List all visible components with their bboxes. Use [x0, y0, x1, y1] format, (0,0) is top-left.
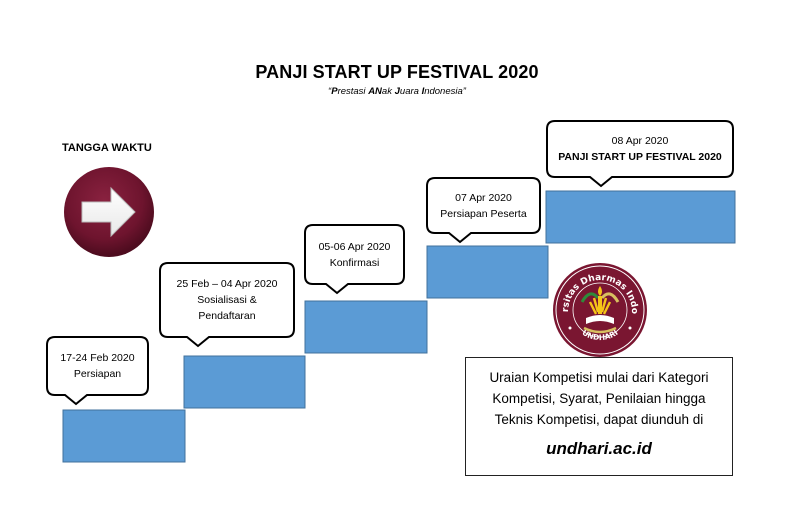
subtitle-part: J: [394, 86, 400, 97]
subtitle-part: AN: [368, 86, 382, 97]
step-label: PANJI START UP FESTIVAL 2020: [558, 151, 722, 163]
step-label: Persiapan Peserta: [440, 207, 527, 220]
subtitle-part: restasi: [337, 86, 369, 97]
subtitle-part: uara: [399, 86, 422, 97]
subtitle-part: “: [328, 86, 332, 97]
university-logo: Universitas Dharmas Indonesia UNDHARI: [552, 262, 647, 357]
step-block-4: [426, 245, 549, 299]
info-box: Uraian Kompetisi mulai dari Kategori Kom…: [465, 357, 733, 476]
step-label: Sosialisasi &: [197, 294, 257, 306]
info-line: Uraian Kompetisi mulai dari Kategori: [489, 370, 709, 385]
info-line: Kompetisi, Syarat, Penilaian hingga: [492, 391, 706, 406]
subtitle-part: ndonesia”: [424, 86, 466, 97]
step-block-2: [183, 355, 306, 409]
step-block-3: [304, 300, 428, 354]
step-label: Pendaftaran: [198, 310, 256, 322]
step-block-5: [545, 190, 736, 244]
step-date: 25 Feb – 04 Apr 2020: [176, 278, 278, 290]
callout-bubble-1: [46, 336, 149, 406]
subtitle-part: P: [331, 86, 338, 97]
step-label: Konfirmasi: [329, 256, 380, 269]
timeline-label: TANGGA WAKTU: [62, 142, 152, 154]
step-date: 07 Apr 2020: [455, 191, 512, 204]
callout-bubble-2: [159, 262, 295, 348]
right-arrow-icon: [64, 167, 154, 257]
page-title: PANJI START UP FESTIVAL 2020: [255, 62, 539, 82]
step-block-1: [62, 409, 186, 463]
callout-bubble-5: [546, 120, 734, 188]
subtitle-part: I: [421, 86, 425, 97]
step-date: 05-06 Apr 2020: [318, 240, 391, 253]
step-date: 17-24 Feb 2020: [60, 352, 135, 364]
step-label: Persiapan: [73, 368, 122, 380]
info-line: Teknis Kompetisi, dapat diunduh di: [494, 412, 704, 427]
callout-bubble-3: [304, 224, 405, 295]
website-link[interactable]: undhari.ac.id: [546, 439, 652, 458]
callout-bubble-4: [426, 177, 541, 244]
step-date: 08 Apr 2020: [611, 135, 669, 147]
subtitle-part: ak: [381, 86, 395, 97]
page-subtitle: “Prestasi ANak Juara Indonesia”: [0, 86, 794, 97]
